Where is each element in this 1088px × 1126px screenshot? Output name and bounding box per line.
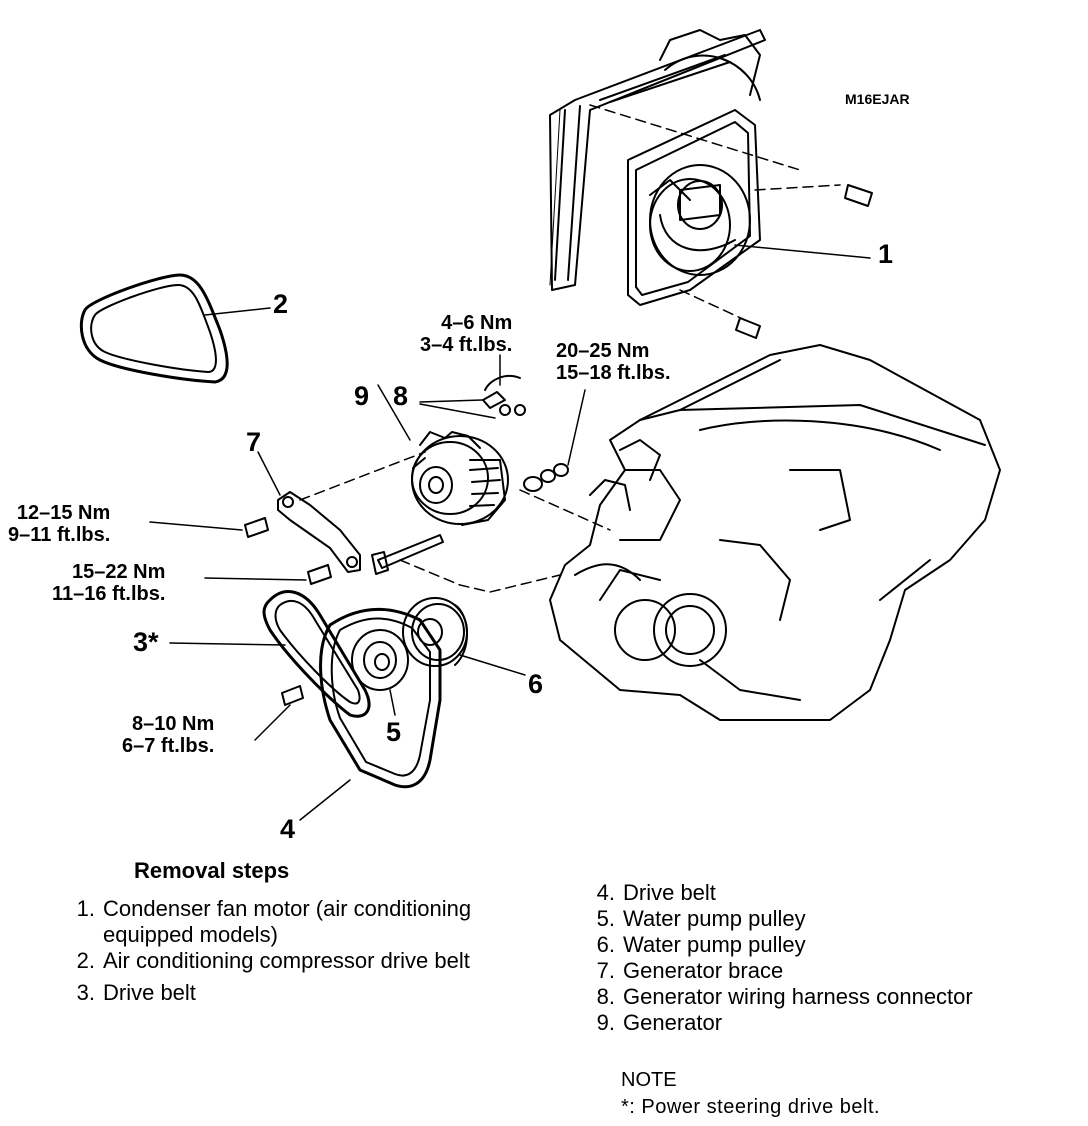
removal-steps-left: 1. Condenser fan motor (air conditioning… (65, 896, 471, 1006)
removal-steps-right: 4. Drive belt 5. Water pump pulley 6. Wa… (585, 880, 973, 1036)
step-6: 6. Water pump pulley (596, 932, 806, 957)
bolt-12-15 (244, 517, 269, 538)
exploded-diagram (79, 29, 1001, 821)
ps-belt (169, 590, 371, 718)
step-4: 4. Drive belt (596, 880, 716, 905)
callout-2: 2 (273, 289, 289, 319)
note-title: NOTE (621, 1069, 677, 1091)
torque-12-15: 12–15 Nm 9–11 ft.lbs. (8, 502, 111, 546)
callout-6: 6 (528, 669, 544, 699)
radiator-fan-assembly (549, 29, 873, 339)
torque-4-6: 4–6 Nm 3–4 ft.lbs. (420, 312, 513, 356)
figure-code: M16EJAR (845, 91, 910, 107)
drive-belt (299, 607, 442, 821)
removal-steps-title: Removal steps (134, 858, 290, 883)
callout-4: 4 (280, 814, 296, 844)
wiring-connector (419, 354, 526, 419)
through-bolt (377, 534, 444, 569)
bolt-8-10 (281, 685, 304, 706)
generator-brace (257, 451, 426, 573)
step-8: 8. Generator wiring harness connector (596, 984, 973, 1009)
engine-block (549, 344, 1001, 721)
step-5: 5. Water pump pulley (596, 906, 806, 931)
torque-8-10: 8–10 Nm 6–7 ft.lbs. (122, 713, 215, 757)
pulley-6 (402, 597, 526, 676)
callout-5: 5 (386, 717, 402, 747)
torque-15-22: 15–22 Nm 11–16 ft.lbs. (52, 561, 166, 605)
callout-3: 3* (133, 627, 159, 657)
generator (377, 384, 509, 526)
note-text: *: Power steering drive belt. (621, 1096, 881, 1118)
mount-nuts (519, 389, 611, 531)
pulley-5 (351, 629, 409, 716)
bolt-15-22 (307, 564, 332, 585)
callout-8: 8 (393, 381, 409, 411)
step-9: 9. Generator (596, 1010, 723, 1035)
torque-20-25: 20–25 Nm 15–18 ft.lbs. (556, 340, 671, 384)
step-7: 7. Generator brace (596, 958, 784, 983)
callout-1: 1 (878, 239, 894, 269)
callout-7: 7 (246, 427, 262, 457)
step-3: 3. Drive belt (76, 980, 196, 1005)
ac-belt (79, 273, 271, 384)
step-1: 1. Condenser fan motor (air conditioning… (76, 896, 472, 947)
callout-9: 9 (354, 381, 370, 411)
step-2: 2. Air conditioning compressor drive bel… (76, 948, 470, 973)
